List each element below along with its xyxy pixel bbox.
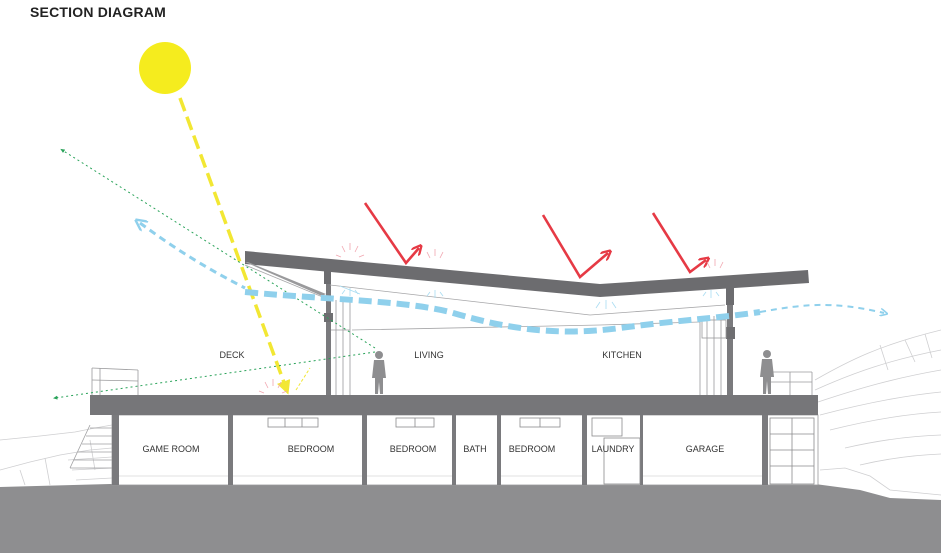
floor-slab — [90, 395, 818, 415]
view-line-upper — [60, 148, 376, 349]
upper-level-structure — [244, 264, 735, 395]
radiation-marks — [258, 243, 724, 394]
label-garage: GARAGE — [686, 444, 725, 454]
label-laundry: LAUNDRY — [592, 444, 635, 454]
exterior-stairs — [69, 424, 112, 469]
diagram-title: SECTION DIAGRAM — [30, 4, 166, 20]
terrain-left — [0, 424, 113, 486]
person-kitchen — [760, 350, 774, 394]
label-bedroom-1: BEDROOM — [288, 444, 335, 454]
label-kitchen: KITCHEN — [602, 350, 642, 360]
sun-icon — [139, 42, 191, 94]
terrain-right — [814, 329, 941, 496]
kitchen-railing — [768, 371, 813, 395]
heat-reflection-arrows — [363, 202, 706, 279]
breeze-path-thick — [244, 289, 761, 335]
label-bath: BATH — [463, 444, 486, 454]
label-game-room: GAME ROOM — [142, 444, 199, 454]
ground — [0, 484, 941, 553]
deck-railing — [91, 367, 139, 395]
label-bedroom-2: BEDROOM — [390, 444, 437, 454]
butterfly-roof — [245, 251, 809, 305]
label-living: LIVING — [414, 350, 444, 360]
label-deck: DECK — [219, 350, 244, 360]
view-line-lower — [53, 351, 376, 400]
person-living — [372, 351, 386, 394]
breeze-path-exit — [759, 303, 884, 313]
sunlight-arrow — [178, 97, 291, 395]
lower-level — [111, 414, 819, 486]
sunlight-reflection — [295, 367, 311, 391]
label-bedroom-3: BEDROOM — [509, 444, 556, 454]
breeze-path-thin — [140, 223, 246, 290]
